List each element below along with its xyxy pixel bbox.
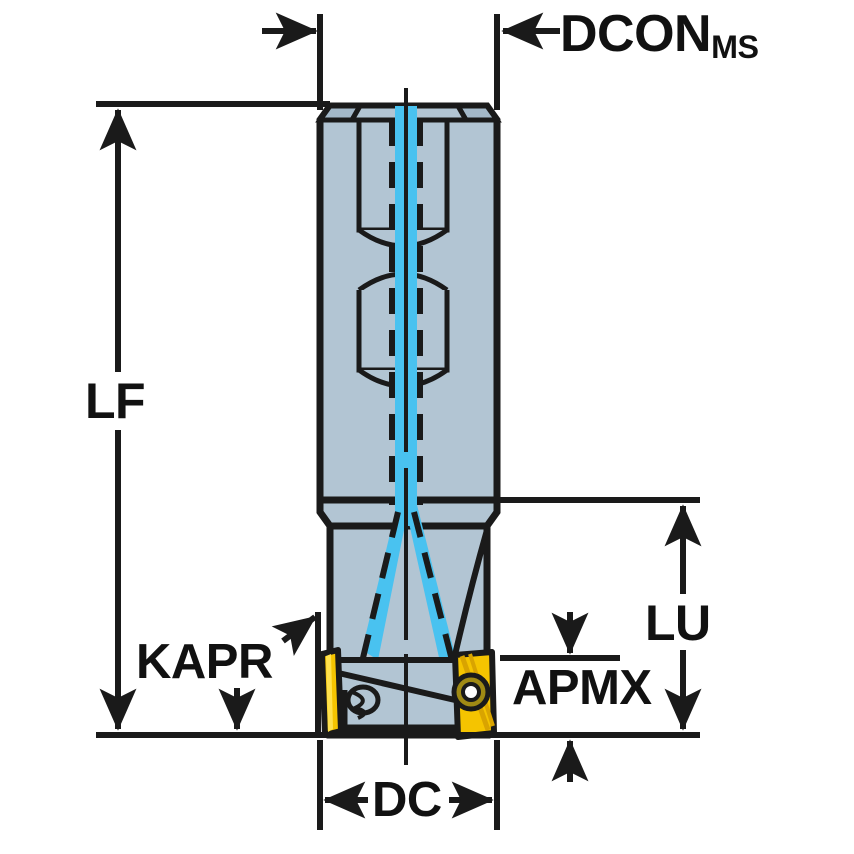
hidden-lines-group: [359, 120, 455, 663]
dimension-label-lu: LU: [645, 595, 711, 651]
insert-right-screw[interactable]: [451, 672, 491, 712]
dimension-lines-group: [96, 12, 702, 830]
insert-left-screw-thread: [348, 690, 367, 720]
insert-right-screw-inner: [461, 682, 481, 702]
dimension-label-dc: DC: [372, 773, 442, 827]
dimension-label-apmx: APMX: [512, 661, 652, 715]
flute-gash-right: [452, 529, 490, 656]
kapr-leader-arrow: [271, 614, 317, 656]
dimension-label-dconms: DCONMS: [560, 5, 759, 63]
insert-left-screw[interactable]: [345, 684, 381, 720]
hidden-line-branch-right: [411, 511, 455, 661]
cutter-body-group: [315, 88, 502, 765]
insert-left-highlight: [326, 654, 333, 732]
coolant-channel-branch-left: [362, 505, 409, 660]
dconms-subscript-text: MS: [711, 29, 759, 66]
coolant-channel-branch-right: [405, 505, 455, 662]
dconms-main-text: DCON: [560, 5, 712, 63]
head-facet-line-diagonal: [333, 669, 456, 703]
hidden-line-branch-left: [359, 511, 401, 663]
dimension-label-kapr: KAPR: [136, 635, 273, 689]
dimension-label-lf: LF: [85, 373, 146, 429]
